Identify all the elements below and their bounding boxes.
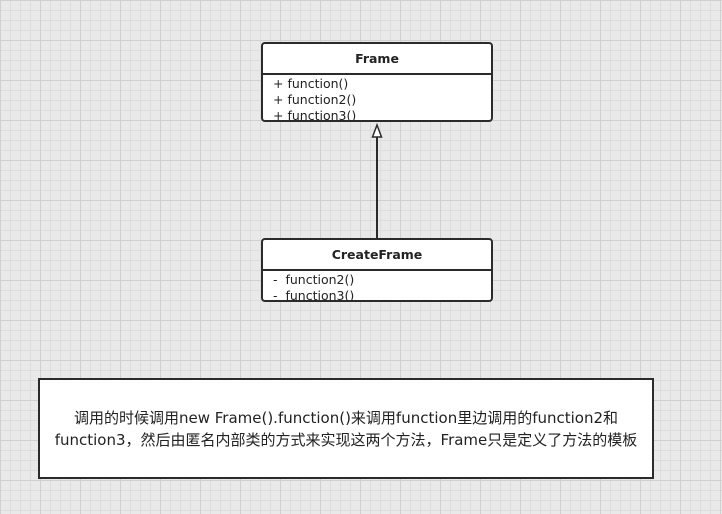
createframe-class-box[interactable]: CreateFrame - function2() - function3() xyxy=(261,238,493,302)
inheritance-arrowhead xyxy=(371,122,383,138)
createframe-class-members: - function2() - function3() xyxy=(263,271,491,302)
frame-class-members: + function() + function2() + function3() xyxy=(263,75,491,122)
createframe-member-function3: - function3() xyxy=(273,288,355,302)
frame-class-name: Frame xyxy=(263,44,491,75)
note-box[interactable]: 调用的时候调用new Frame().function()来调用function… xyxy=(38,378,654,479)
frame-member-function: + function() xyxy=(273,76,349,91)
frame-member-function3: + function3() xyxy=(273,108,357,122)
note-text: 调用的时候调用new Frame().function()来调用function… xyxy=(54,408,638,449)
createframe-member-function2: - function2() xyxy=(273,272,355,287)
createframe-class-name: CreateFrame xyxy=(263,240,491,271)
frame-member-function2: + function2() xyxy=(273,92,357,107)
frame-class-box[interactable]: Frame + function() + function2() + funct… xyxy=(261,42,493,122)
